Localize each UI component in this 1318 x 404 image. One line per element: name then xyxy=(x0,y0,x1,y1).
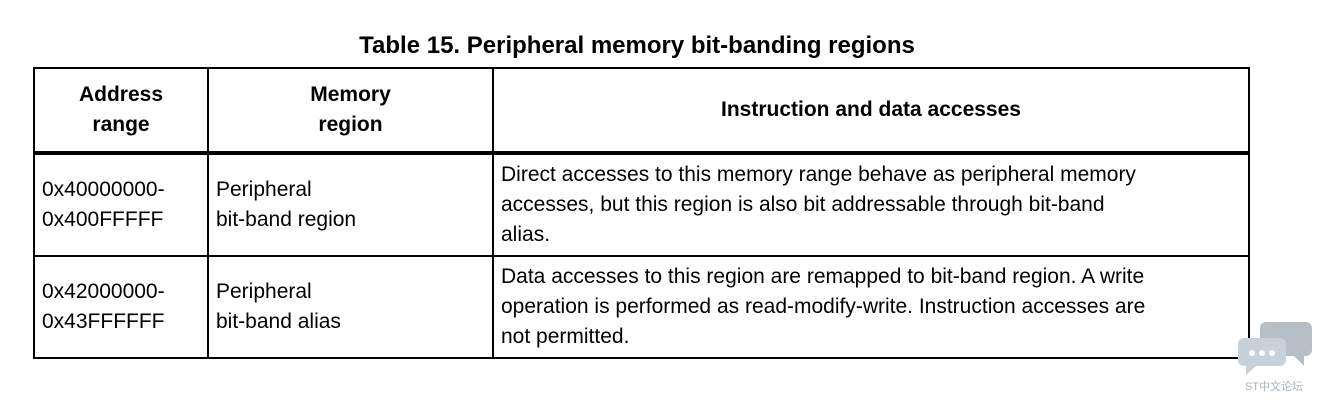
cell-accesses: Direct accesses to this memory range beh… xyxy=(492,152,1250,257)
header-memory-line-1: Memory xyxy=(310,83,391,106)
cell-address: 0x40000000- 0x400FFFFF xyxy=(33,152,209,257)
region-line-1: Peripheral xyxy=(216,280,312,303)
cell-region: Peripheral bit-band region xyxy=(207,152,494,257)
table-caption: Table 15. Peripheral memory bit-banding … xyxy=(359,32,915,59)
table-header-row: Address range Memory region Instruction … xyxy=(33,67,1250,155)
accesses-line-3: alias. xyxy=(501,223,551,246)
header-accesses: Instruction and data accesses xyxy=(492,67,1250,155)
chat-bubbles-icon xyxy=(1238,322,1312,375)
header-memory-region: Memory region xyxy=(207,67,494,155)
table-row: 0x42000000- 0x43FFFFFF Peripheral bit-ba… xyxy=(33,255,1250,359)
bit-banding-table: Address range Memory region Instruction … xyxy=(33,67,1250,359)
table-row: 0x40000000- 0x400FFFFF Peripheral bit-ba… xyxy=(33,152,1250,257)
header-address-line-1: Address xyxy=(78,83,164,106)
region-line-1: Peripheral xyxy=(216,178,312,201)
header-address-range: Address range xyxy=(33,67,209,155)
cell-accesses: Data accesses to this region are remappe… xyxy=(492,255,1250,359)
forum-watermark: ST中文论坛 xyxy=(1232,318,1316,398)
header-accesses-line-1: Instruction and data accesses xyxy=(721,98,1021,121)
accesses-line-3: not permitted. xyxy=(501,325,630,348)
accesses-line-2: accesses, but this region is also bit ad… xyxy=(501,193,1105,216)
address-line-1: 0x40000000- xyxy=(42,178,165,201)
cell-address: 0x42000000- 0x43FFFFFF xyxy=(33,255,209,359)
region-line-2: bit-band region xyxy=(216,208,357,231)
accesses-line-2: operation is performed as read-modify-wr… xyxy=(501,295,1146,318)
watermark-text: ST中文论坛 xyxy=(1244,381,1304,393)
region-line-2: bit-band alias xyxy=(216,310,341,333)
cell-region: Peripheral bit-band alias xyxy=(207,255,494,359)
address-line-2: 0x400FFFFF xyxy=(42,208,164,231)
header-address-line-2: range xyxy=(92,113,150,136)
accesses-line-1: Data accesses to this region are remappe… xyxy=(501,265,1145,288)
accesses-line-1: Direct accesses to this memory range beh… xyxy=(501,163,1136,186)
address-line-2: 0x43FFFFFF xyxy=(42,310,165,333)
address-line-1: 0x42000000- xyxy=(42,280,165,303)
header-memory-line-2: region xyxy=(318,113,383,136)
